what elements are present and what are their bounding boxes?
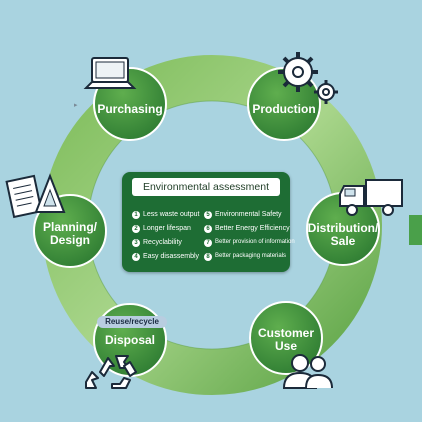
criterion-text: Less waste output: [143, 211, 200, 218]
criterion-5: 5 Environmental Safety: [204, 210, 282, 219]
criterion-text: Recyclability: [143, 239, 182, 246]
criterion-number: 3: [132, 238, 140, 247]
criterion-2: 2 Longer lifespan: [132, 224, 191, 233]
criterion-number: 7: [204, 238, 212, 247]
criterion-text: Better packaging materials: [215, 253, 287, 259]
people-icon: [282, 354, 333, 389]
criterion-number: 4: [132, 252, 140, 261]
gears-icon: [278, 52, 338, 104]
laptop-icon: [83, 57, 137, 89]
criterion-6: 6 Better Energy Efficiency: [204, 224, 290, 233]
reuse-recycle-tag: Reuse/recycle: [97, 316, 167, 328]
criterion-8: 8 Better packaging materials: [204, 252, 286, 261]
environmental-assessment-box: Environmental assessment 1 Less waste ou…: [122, 172, 295, 272]
criterion-3: 3 Recyclability: [132, 238, 182, 247]
center-title: Environmental assessment: [132, 178, 280, 196]
criterion-number: 6: [204, 224, 212, 233]
recycle-icon: [85, 355, 137, 389]
criterion-text: Longer lifespan: [143, 225, 191, 232]
truck-icon: [339, 179, 403, 216]
side-tab[interactable]: [409, 215, 422, 245]
criterion-text: Better Energy Efficiency: [215, 225, 290, 232]
criterion-number: 1: [132, 210, 140, 219]
criterion-1: 1 Less waste output: [132, 210, 199, 219]
documents-icon: [5, 173, 66, 219]
criterion-4: 4 Easy disassembly: [132, 252, 199, 261]
criterion-number: 8: [204, 252, 212, 261]
criterion-text: Better provision of information: [215, 239, 295, 245]
criterion-text: Environmental Safety: [215, 211, 282, 218]
criterion-number: 5: [204, 210, 212, 219]
cursor-mark-icon: ▸: [74, 102, 78, 109]
criterion-number: 2: [132, 224, 140, 233]
criterion-7: 7 Better provision of information: [204, 238, 295, 247]
criterion-text: Easy disassembly: [143, 253, 200, 260]
